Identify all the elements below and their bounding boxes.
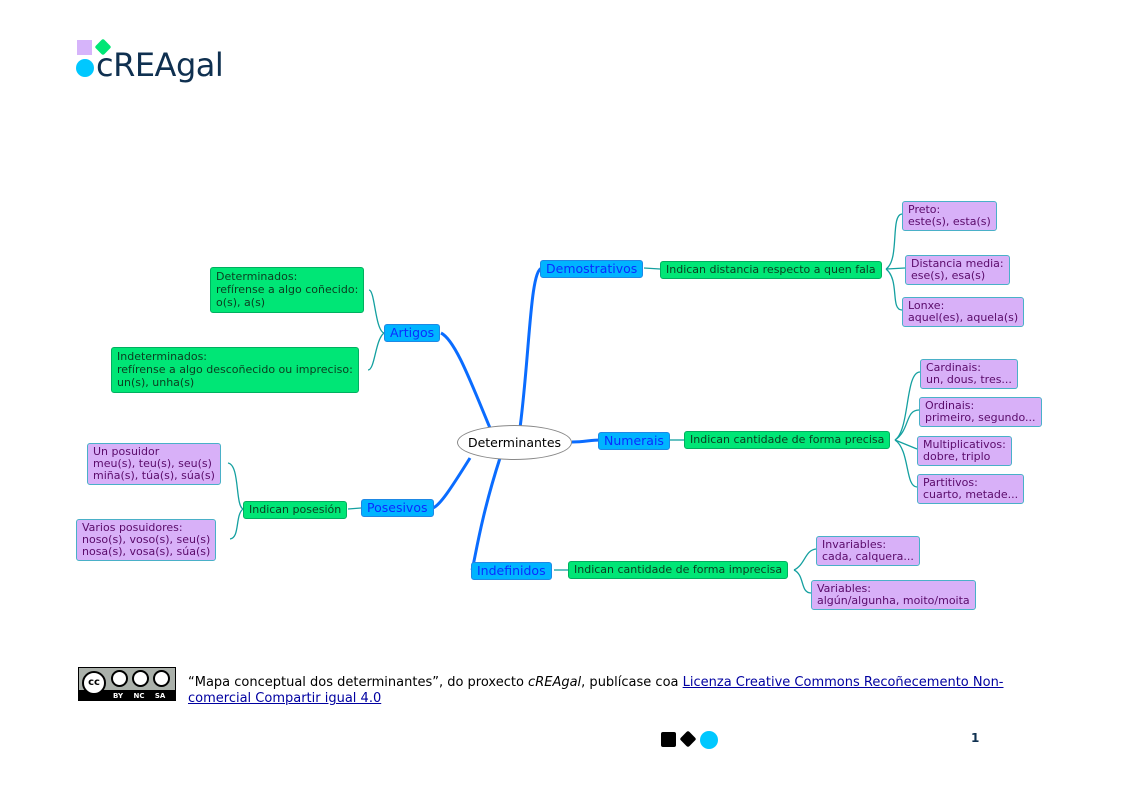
node-distancia-media[interactable]: Distancia media: ese(s), esa(s)	[905, 255, 1010, 285]
trunk-artigos	[440, 331, 492, 429]
node-variables[interactable]: Variables: algún/algunha, moito/moita	[811, 580, 976, 610]
trunk-posesivos	[432, 457, 472, 510]
trunk-demostrativos	[518, 266, 543, 429]
node-un-posuidor[interactable]: Un posuidor meu(s), teu(s), seu(s) miña(…	[87, 443, 221, 485]
node-partitivos[interactable]: Partitivos: cuarto, metade...	[917, 474, 1025, 504]
creagal-logo: cREAgal	[76, 38, 236, 88]
node-posesivos-desc[interactable]: Indican posesión	[243, 501, 348, 519]
square-icon	[77, 40, 92, 55]
node-indeterminados[interactable]: Indeterminados: refírense a algo descoñe…	[111, 347, 359, 393]
node-numerais-desc[interactable]: Indican cantidade de forma precisa	[684, 431, 891, 449]
node-demostrativos-desc[interactable]: Indican distancia respecto a quen fala	[660, 261, 882, 279]
trunk-numerais	[571, 438, 601, 444]
node-multiplicativos[interactable]: Multiplicativos: dobre, triplo	[917, 436, 1012, 466]
nc-icon	[132, 670, 149, 687]
node-posesivos[interactable]: Posesivos	[361, 499, 434, 517]
node-lonxe[interactable]: Lonxe: aquel(es), aquela(s)	[902, 297, 1025, 327]
node-preto[interactable]: Preto: este(s), esta(s)	[902, 201, 997, 231]
center-node[interactable]: Determinantes	[457, 425, 572, 460]
node-cardinais[interactable]: Cardinais: un, dous, tres...	[920, 359, 1018, 389]
by-icon	[111, 670, 128, 687]
circle-icon	[700, 731, 718, 749]
node-indefinidos-desc[interactable]: Indican cantidade de forma imprecisa	[568, 561, 789, 579]
node-varios-posuidores[interactable]: Varios posuidores: noso(s), voso(s), seu…	[76, 519, 217, 561]
sa-icon	[153, 670, 170, 687]
node-ordinais[interactable]: Ordinais: primeiro, segundo...	[919, 397, 1042, 427]
square-icon	[661, 732, 676, 747]
logo-text: cREAgal	[96, 46, 224, 84]
node-demostrativos[interactable]: Demostrativos	[540, 260, 644, 278]
license-link[interactable]: Licenza Creative Commons Recoñecemento N…	[188, 675, 1004, 706]
node-invariables[interactable]: Invariables: cada, calquera...	[816, 536, 920, 566]
page-number: 1	[971, 731, 980, 745]
node-indefinidos[interactable]: Indefinidos	[471, 562, 552, 580]
cc-license-badge[interactable]: cc BY NC SA	[78, 667, 176, 701]
license-text: “Mapa conceptual dos determinantes”, do …	[188, 675, 1004, 706]
center-label: Determinantes	[467, 435, 562, 450]
node-artigos[interactable]: Artigos	[384, 324, 441, 342]
project-name: cREAgal	[528, 675, 582, 690]
trunk-indefinidos	[470, 457, 502, 571]
node-numerais[interactable]: Numerais	[598, 432, 670, 450]
circle-icon	[76, 59, 94, 77]
cc-icon: cc	[82, 671, 106, 695]
node-determinados[interactable]: Determinados: refírense a algo coñecido:…	[210, 267, 365, 313]
